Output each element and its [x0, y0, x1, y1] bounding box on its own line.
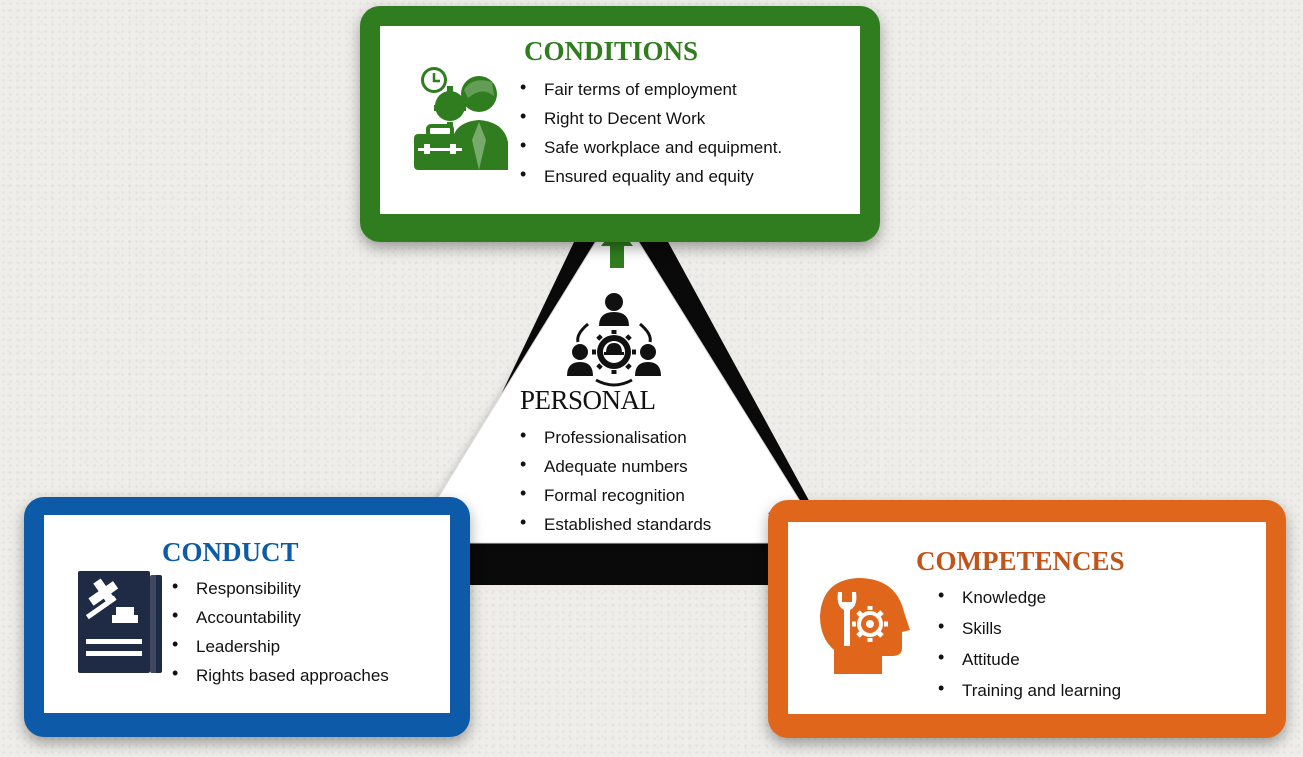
list-item: Fair terms of employment — [520, 77, 782, 109]
list-item: Adequate numbers — [520, 454, 711, 486]
conduct-list: Responsibility Accountability Leadership… — [172, 576, 389, 695]
list-item: Right to Decent Work — [520, 106, 782, 138]
conduct-box: CONDUCT Responsibility Accountability Le… — [24, 497, 470, 737]
list-item: Professionalisation — [520, 425, 711, 457]
list-item: Safe workplace and equipment. — [520, 135, 782, 167]
list-item: Skills — [938, 616, 1121, 650]
workers-briefcase-icon — [414, 67, 508, 170]
list-item: Knowledge — [938, 585, 1121, 619]
personal-title: PERSONAL — [520, 385, 656, 415]
competences-title: COMPETENCES — [916, 546, 1125, 576]
competences-list: Knowledge Skills Attitude Training and l… — [938, 585, 1121, 712]
list-item: Accountability — [172, 605, 389, 637]
list-item: Formal recognition — [520, 483, 711, 515]
list-item: Established standards — [520, 512, 711, 544]
list-item: Rights based approaches — [172, 663, 389, 695]
list-item: Ensured equality and equity — [520, 164, 782, 196]
list-item: Responsibility — [172, 576, 389, 608]
conditions-list: Fair terms of employment Right to Decent… — [520, 77, 782, 196]
competences-box: COMPETENCES Knowledge Skills Attitude Tr… — [768, 500, 1286, 738]
conditions-title: CONDITIONS — [524, 36, 699, 66]
team-network-icon — [567, 293, 661, 387]
personal-list: Professionalisation Adequate numbers For… — [520, 425, 711, 544]
list-item: Training and learning — [938, 678, 1121, 712]
list-item: Leadership — [172, 634, 389, 666]
conduct-title: CONDUCT — [162, 537, 299, 567]
law-book-gavel-icon — [78, 571, 162, 673]
list-item: Attitude — [938, 647, 1121, 681]
conditions-box: CONDITIONS Fair terms of employment Righ… — [360, 6, 880, 242]
head-gear-icon — [820, 578, 910, 674]
